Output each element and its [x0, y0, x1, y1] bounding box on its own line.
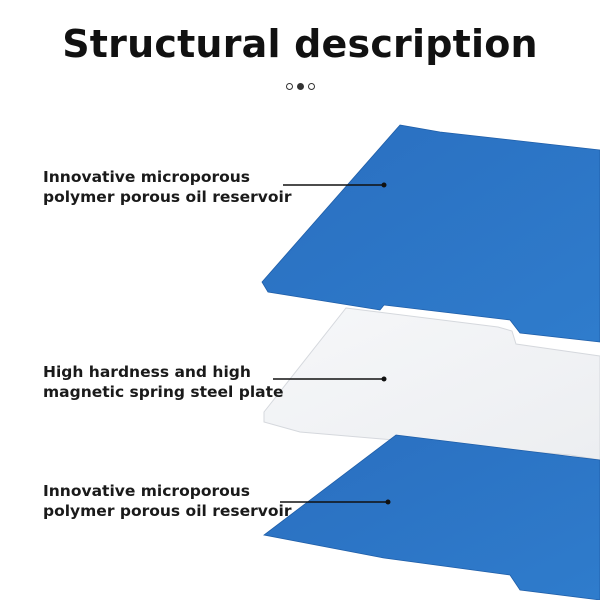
- leader-dot-2: [381, 376, 387, 382]
- leader-dot-3: [385, 499, 391, 505]
- callout-label-line: High hardness and high: [43, 363, 251, 381]
- carousel-dot[interactable]: [307, 82, 315, 90]
- carousel-dot-active[interactable]: [296, 82, 304, 90]
- callout-label-line: Innovative microporous: [43, 482, 251, 500]
- bottom-oil-reservoir-layer: [263, 434, 600, 600]
- callout-label-line: polymer porous oil reservoir: [43, 502, 292, 520]
- top-oil-reservoir-layer: [261, 124, 600, 343]
- carousel-dot[interactable]: [285, 82, 293, 90]
- spring-steel-plate-layer: [263, 307, 600, 461]
- callout-label-top: Innovative microporous polymer porous oi…: [43, 167, 291, 207]
- callout-label-line: magnetic spring steel plate: [43, 383, 284, 401]
- carousel-indicator[interactable]: [276, 81, 324, 91]
- callout-label-line: polymer porous oil reservoir: [43, 188, 292, 206]
- callout-label-middle: High hardness and high magnetic spring s…: [43, 362, 284, 402]
- callout-label-bottom: Innovative microporous polymer porous oi…: [43, 481, 291, 521]
- callout-label-line: Innovative microporous: [43, 168, 251, 186]
- leader-dot-1: [381, 182, 387, 188]
- page-title: Structural description: [62, 22, 538, 66]
